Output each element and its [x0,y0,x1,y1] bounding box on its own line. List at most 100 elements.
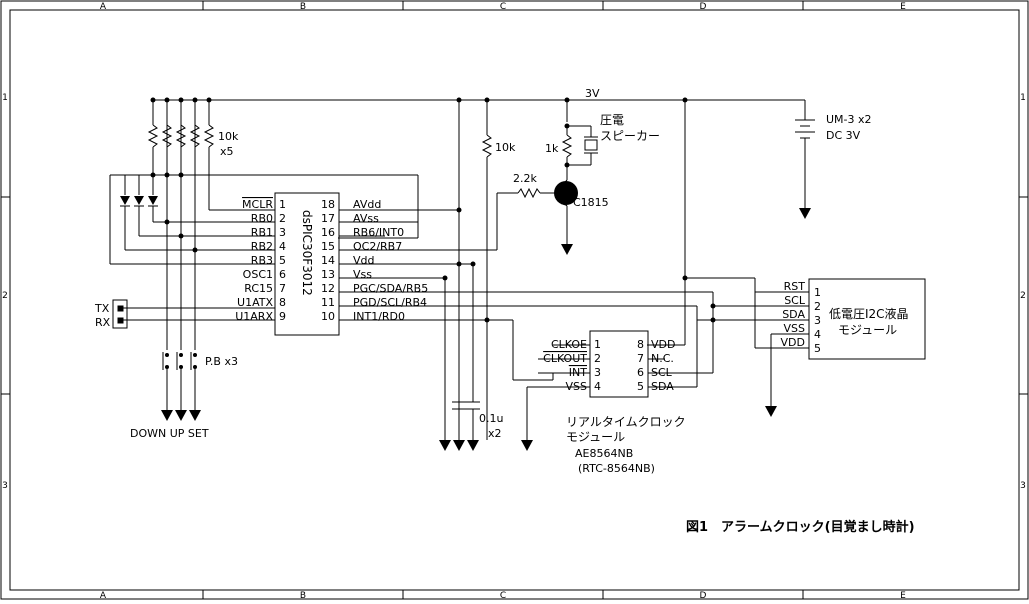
rtc-pin-number: 6 [637,366,644,379]
lcd-pin-name: RST [784,280,806,293]
mcu-pin-name: RB1 [251,226,273,239]
row-label-1-right: 1 [1020,93,1026,103]
base-resistor-value: 2.2k [513,172,537,185]
mcu-pin-name: MCLR [242,198,273,211]
col-label-b-bottom: B [300,591,306,600]
mcu-pin-number: 17 [321,212,335,225]
mcu-pin-name: PGD/SCL/RB4 [353,296,427,309]
rtc-part-alt: (RTC-8564NB) [578,462,655,475]
mcu-pin-number: 1 [279,198,286,211]
capacitor-qty: x2 [488,427,502,440]
mcu-pin-name: OC2/RB7 [353,240,402,253]
lcd-pin-number: 5 [814,342,821,355]
mcu-pin-number: 15 [321,240,335,253]
mcu-pin-name: RB6/INT0 [353,226,404,239]
serial-connector [112,299,275,329]
rtc-pin-name: SCL [651,366,673,379]
mcu-pin-number: 18 [321,198,335,211]
rtc-pin-number: 5 [637,380,644,393]
rtc-pin-number: 1 [594,338,601,351]
mcu-pin-number: 13 [321,268,335,281]
resistor-array-value: 10k [218,130,239,143]
push-buttons [161,352,201,421]
mcu-pin-name: INT1/RD0 [353,310,405,323]
mcu-pin-name: OSC1 [243,268,273,281]
col-label-d-top: D [700,2,707,12]
lcd-label-line1: 低電圧I2C液晶 [829,306,909,321]
rtc-pin-name: CLKOUT [543,352,587,365]
mcu-pin-number: 16 [321,226,335,239]
mcu-pin-number: 4 [279,240,286,253]
rtc-part-number: AE8564NB [575,447,633,460]
lcd-pin-number: 1 [814,286,821,299]
col-label-a-bottom: A [100,591,107,600]
rtc-pin-name: SDA [651,380,674,393]
mcu-pin-name: AVdd [353,198,381,211]
col-label-d-bottom: D [700,591,707,600]
lcd-label-line2: モジュール [838,323,897,337]
battery [795,100,815,219]
speaker-label-line2: スピーカー [600,129,660,143]
mcu-pin-name: RC15 [244,282,273,295]
lcd-pin-number: 4 [814,328,821,341]
mcu-pin-name: AVss [353,212,379,225]
col-label-e-top: E [900,2,906,12]
speaker-label-line1: 圧電 [600,113,624,127]
lcd-pin-name: SDA [782,308,805,321]
pullup-resistor-value: 10k [495,141,516,154]
rtc-pin-number: 2 [594,352,601,365]
mcu-pin-name: RB0 [251,212,273,225]
mcu-pin-number: 5 [279,254,286,267]
resistor-array-qty: x5 [220,145,234,158]
row-label-2-left: 2 [2,291,8,301]
tx-label: TX [94,302,110,315]
lcd-pin-name: SCL [784,294,806,307]
rtc-pin-number: 7 [637,352,644,365]
col-label-a-top: A [100,2,107,12]
col-label-e-bottom: E [900,591,906,600]
rx-label: RX [95,316,111,329]
mcu-pin-number: 11 [321,296,335,309]
lcd-module [696,278,926,417]
rtc-pin-number: 4 [594,380,601,393]
mcu-pin-number: 6 [279,268,286,281]
mcu-pin-name: U1ATX [237,296,273,309]
lcd-pin-number: 3 [814,314,821,327]
switch-label: P.B x3 [205,355,238,368]
mcu-pin-name: PGC/SDA/RB5 [353,282,428,295]
battery-label-line1: UM-3 x2 [826,113,872,126]
mcu-pin-number: 8 [279,296,286,309]
mcu-pin-number: 14 [321,254,335,267]
rtc-label-line2: モジュール [566,430,625,444]
row-label-3-right: 3 [1020,481,1026,491]
lcd-pin-number: 2 [814,300,821,313]
ground-symbols-caps [439,440,479,451]
col-label-b-top: B [300,2,306,12]
col-label-c-top: C [500,2,506,12]
speaker-resistor-value: 1k [545,142,559,155]
row-label-3-left: 3 [2,481,8,491]
lcd-pin-name: VDD [781,336,805,349]
capacitor-pair [452,261,480,440]
mcu-right-wiring [385,100,713,440]
row-label-2-right: 2 [1020,291,1026,301]
rtc-pin-name: VDD [651,338,675,351]
mcu-pin-name: RB2 [251,240,273,253]
rtc-pin-name: CLKOE [551,338,587,351]
speaker-driver [513,100,598,255]
mcu-pin-number: 12 [321,282,335,295]
diode-array [109,172,419,264]
vdd-distribution [647,100,779,346]
battery-label-line2: DC 3V [826,129,861,142]
button-names-label: DOWN UP SET [130,427,209,440]
mcu-pin-name: Vss [353,268,372,281]
rtc-pin-name: N.C. [651,352,674,365]
capacitor-value: 0.1u [479,412,503,425]
